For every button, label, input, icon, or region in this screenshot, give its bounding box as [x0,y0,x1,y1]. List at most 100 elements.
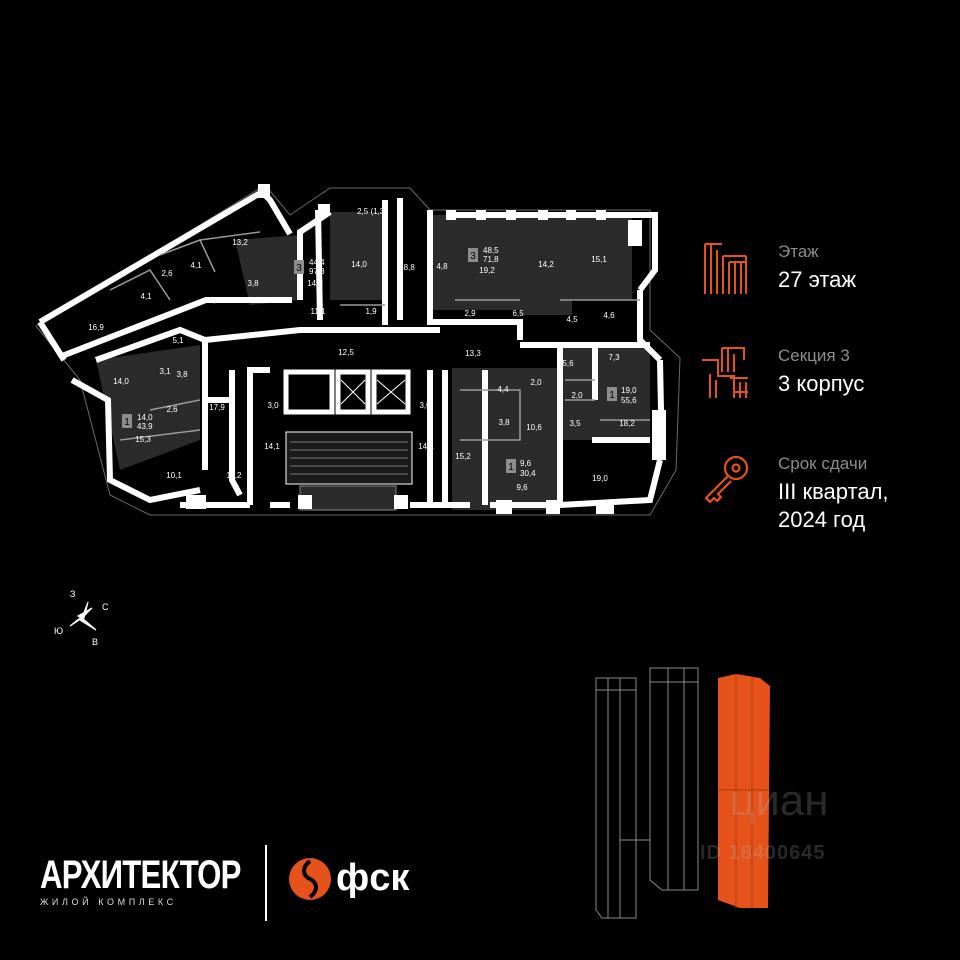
apartment-badge[interactable]: 1 19,0 55,6 [607,386,637,405]
room-area: 11,2 [227,471,243,480]
room-area: 19,2 [479,266,495,275]
fsk-text: фск [336,857,410,899]
room-area: 4,5 [566,315,578,324]
room-count: 1 [124,417,130,428]
floor-plan: 13,2 2,6 4,1 4,1 3,8 16,9 10,0 2,5 (1,3)… [35,184,681,516]
elevator-shaft [335,369,371,415]
room-area: 14,1 [418,442,434,451]
floor-info: Этаж 27 этаж [700,242,940,302]
room-count-box [468,248,478,262]
room-count-box [607,387,617,401]
elevator-shaft [283,369,335,415]
floor-value: 27 этаж [778,267,857,292]
apartment-fill [560,348,650,440]
stair-core [283,369,413,511]
room-area: 7,3 [608,353,620,362]
compass-south: В [92,637,98,647]
tower-outline [649,667,699,891]
apartment-fill [520,215,572,315]
room-area: 2,5 (1,3) [357,207,387,216]
logo-divider [265,845,267,921]
stairs-icon [702,347,748,398]
watermark-brand: циан [730,776,829,825]
room-area: 5,1 [172,336,184,345]
apartment-fills [96,212,650,510]
room-area: 4,4 [497,385,509,394]
delivery-info: Срок сдачи III квартал, 2024 год [700,454,940,544]
room-count: 3 [296,263,302,274]
room-area: 12,5 [338,348,354,357]
total-area: 97,3 [309,267,325,276]
fsk-mark-icon [289,858,331,900]
apartment-fill [430,215,520,310]
room-area: 14,2 [538,260,554,269]
architect-subtitle: ЖИЛОЙ КОМПЛЕКС [40,897,177,907]
building-section-diagram [595,667,770,919]
room-area: 9,6 [516,483,528,492]
architect-title: АРХИТЕКТОР [40,853,241,897]
room-count: 1 [609,390,615,401]
room-area: 13,3 [465,349,481,358]
room-area: 3,0 [419,401,431,410]
room-area: 5,6 [562,359,574,368]
room-count-box [122,414,132,428]
room-area: 3,1 [159,367,171,376]
room-area: 18,8 [399,263,415,272]
room-area: 4,1 [190,261,202,270]
architect-logo: АРХИТЕКТОР ЖИЛОЙ КОМПЛЕКС [40,853,250,913]
apartment-badge[interactable]: 1 9,6 30,4 [506,459,536,478]
room-count-box [294,260,304,274]
room-area: 2,6 [166,405,178,414]
living-area: 19,0 [621,386,637,395]
living-area: 48,5 [483,246,499,255]
room-area: 10,1 [166,471,182,480]
living-area: 44,4 [309,258,325,267]
room-area: 13,2 [232,238,248,247]
room-area: 2,0 [571,391,583,400]
room-area: 18,2 [619,419,635,428]
tower-outline [595,677,637,919]
room-area: 4,8 [436,262,448,271]
room-count-box [506,459,516,473]
room-area: 6,5 [512,309,524,318]
windows [186,184,666,514]
apartment-badge[interactable]: 1 14,0 43,9 [122,413,153,431]
room-area: 15,2 [455,452,471,461]
room-area: 3,8 [176,370,188,379]
room-area: 17,9 [209,403,225,412]
room-area: 10,0 [204,296,220,305]
apartment-fill [235,235,300,305]
interior-lines [109,231,650,441]
apartment-badge[interactable]: 3 48,5 71,8 [468,246,499,264]
room-area: 4,1 [140,292,152,301]
fsk-logo: фск [288,857,428,907]
section-value: 3 корпус [778,371,865,396]
room-area: 3,5 [569,419,581,428]
room-area: 2,9 [464,309,476,318]
room-area: 4,6 [603,311,615,320]
room-area: 2,0 [530,378,542,387]
compass-icon: З С В Ю [54,589,109,647]
room-area: 14,1 [264,442,280,451]
room-labels: 13,2 2,6 4,1 4,1 3,8 16,9 10,0 2,5 (1,3)… [88,207,635,492]
room-area: 14,3 [307,279,323,288]
room-area: 3,8 [247,279,259,288]
room-area: 15,3 [135,435,151,444]
section-label: Секция 3 [778,346,850,365]
room-area: 2,6 [161,269,173,278]
room-area: 3,8 [498,418,510,427]
living-area: 9,6 [520,459,532,468]
room-area: 14,0 [351,260,367,269]
room-area: 16,9 [88,323,104,332]
room-area: 19,0 [592,474,608,483]
apartment-fill [330,212,385,300]
compass-west: Ю [54,626,63,636]
delivery-quarter: III квартал, [778,479,889,504]
floor-label: Этаж [778,242,819,261]
section-info: Секция 3 3 корпус [700,346,940,406]
apartment-badge[interactable]: 3 44,4 97,3 [294,258,325,276]
room-area: 11,1 [311,307,327,316]
elevator-shaft [371,369,411,415]
plan-outline [35,184,681,516]
room-area: 1,9 [365,307,377,316]
